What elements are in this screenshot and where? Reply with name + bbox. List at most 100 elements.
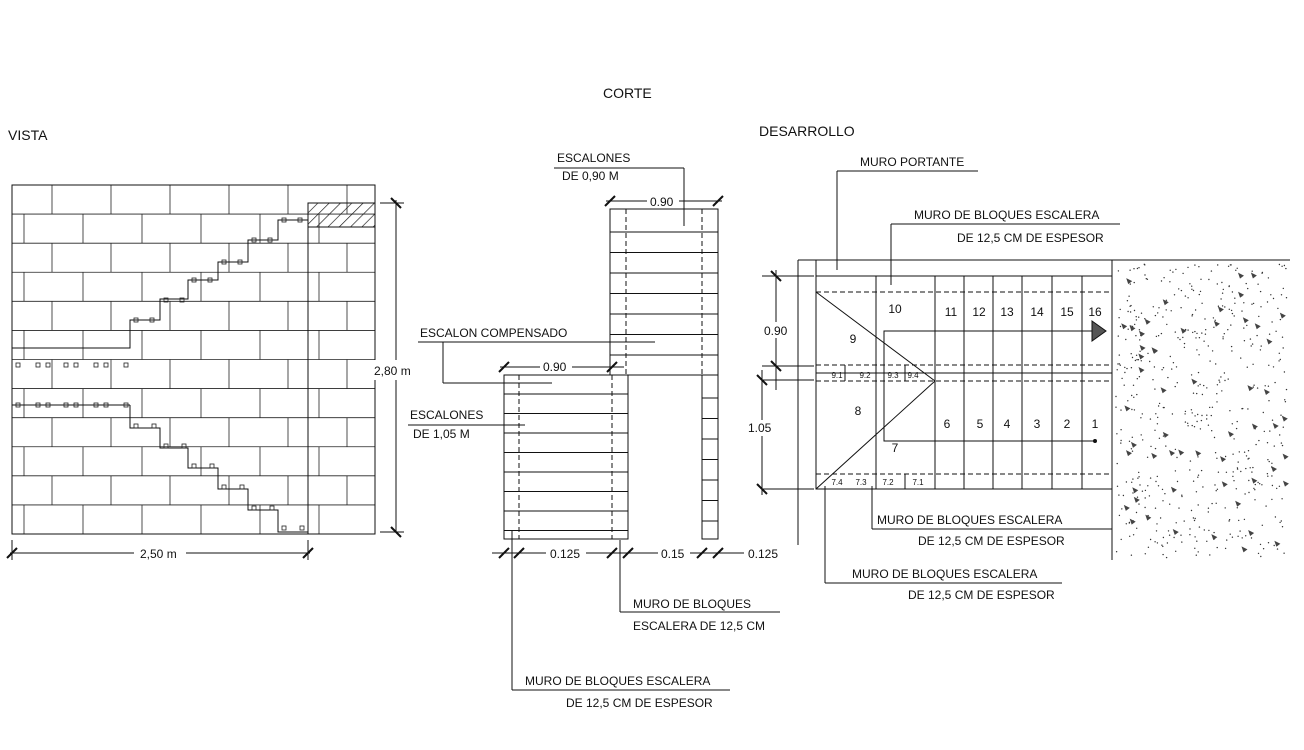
terrain-aggregate — [1227, 431, 1234, 438]
terrain-aggregate — [1242, 317, 1249, 324]
svg-text:0.90: 0.90 — [650, 195, 674, 209]
winder-number: 9.4 — [907, 371, 919, 380]
terrain-dot — [1154, 388, 1156, 390]
terrain-dot — [1271, 462, 1273, 464]
terrain-dot — [1243, 302, 1245, 304]
terrain-dot — [1138, 476, 1140, 478]
terrain-dot — [1197, 456, 1199, 458]
terrain-dot — [1190, 409, 1193, 411]
terrain-dot — [1196, 540, 1198, 542]
terrain-dot — [1199, 428, 1202, 430]
terrain-dot — [1247, 458, 1249, 460]
terrain-dot — [1224, 547, 1227, 550]
corte-top-dimension: 0.90 — [604, 194, 724, 209]
terrain-dot — [1260, 555, 1262, 558]
terrain-dot — [1281, 498, 1283, 500]
terrain-dot — [1281, 526, 1284, 528]
terrain-dot — [1161, 488, 1164, 491]
terrain-dot — [1224, 306, 1226, 308]
terrain-dot — [1193, 519, 1196, 522]
terrain-dot — [1252, 466, 1254, 469]
terrain-dot — [1238, 451, 1241, 453]
terrain-dot — [1191, 285, 1193, 287]
svg-text:ESCALONES: ESCALONES — [557, 151, 630, 165]
terrain-aggregate — [1211, 534, 1218, 541]
terrain-dot — [1165, 299, 1168, 301]
terrain-dot — [1271, 484, 1274, 487]
terrain-aggregate — [1129, 518, 1136, 525]
terrain-dot — [1281, 336, 1284, 338]
terrain-dot — [1279, 521, 1281, 524]
step-number: 15 — [1060, 305, 1074, 319]
terrain-dot — [1192, 517, 1195, 519]
corte-muro-bottom-callout: MURO DE BLOQUES ESCALERA DE 12,5 CM DE E… — [511, 530, 730, 710]
terrain-dot — [1278, 263, 1281, 266]
terrain-dot — [1166, 542, 1169, 544]
terrain-aggregate — [1124, 405, 1131, 412]
terrain-dot — [1251, 270, 1253, 272]
terrain-dot — [1157, 335, 1160, 337]
direction-arrow-icon — [1091, 320, 1107, 342]
terrain-dot — [1269, 430, 1271, 432]
terrain-dot — [1203, 384, 1205, 387]
terrain-dot — [1133, 309, 1136, 312]
terrain-dot — [1251, 303, 1253, 305]
terrain-dot — [1130, 554, 1133, 556]
terrain-dot — [1206, 418, 1208, 420]
terrain-dot — [1144, 497, 1146, 499]
terrain-dot — [1246, 366, 1249, 368]
terrain-dot — [1231, 312, 1234, 315]
terrain-dot — [1158, 437, 1161, 439]
corte-escalones-105-callout: ESCALONES DE 1,05 M — [408, 408, 525, 441]
terrain-dot — [1118, 354, 1121, 356]
terrain-dot — [1251, 471, 1253, 473]
terrain-aggregate — [1169, 449, 1176, 456]
terrain-dot — [1181, 541, 1183, 543]
terrain-dot — [1259, 483, 1261, 485]
vista-nosing-mark — [251, 505, 257, 511]
terrain-dot — [1213, 531, 1215, 534]
terrain-dot — [1160, 332, 1163, 335]
terrain-dot — [1233, 315, 1235, 317]
terrain-dot — [1148, 495, 1151, 497]
terrain-dot — [1215, 363, 1217, 365]
terrain-dot — [1118, 494, 1120, 496]
terrain-dot — [1257, 283, 1259, 285]
vista-nosing-mark — [207, 277, 213, 283]
terrain-dot — [1169, 269, 1171, 271]
terrain-aggregate — [1220, 456, 1227, 463]
step-number: 1 — [1092, 417, 1099, 431]
terrain-dot — [1254, 499, 1256, 501]
terrain-dot — [1224, 455, 1227, 458]
terrain-dot — [1229, 264, 1232, 266]
terrain-dot — [1231, 423, 1234, 425]
terrain-dot — [1176, 480, 1179, 483]
vista-lower-steps — [129, 405, 308, 533]
terrain-aggregate — [1138, 353, 1145, 360]
terrain-dot — [1239, 530, 1241, 532]
terrain-dot — [1244, 493, 1246, 495]
terrain-dot — [1133, 281, 1135, 284]
terrain-dot — [1197, 474, 1200, 476]
terrain-dot — [1196, 420, 1198, 423]
terrain-dot — [1232, 475, 1234, 478]
vista-outline — [11, 184, 376, 535]
terrain-dot — [1154, 429, 1156, 431]
terrain-dot — [1204, 333, 1207, 335]
terrain-dot — [1135, 511, 1138, 514]
terrain-dot — [1175, 522, 1177, 524]
terrain-dot — [1189, 534, 1191, 536]
terrain-dot — [1236, 507, 1239, 509]
terrain-dot — [1137, 477, 1139, 479]
svg-text:ESCALON COMPENSADO: ESCALON COMPENSADO — [420, 326, 567, 340]
terrain-dot — [1226, 539, 1228, 541]
terrain-aggregate — [1282, 453, 1289, 460]
terrain-dot — [1235, 269, 1237, 271]
vista-nosing-mark — [267, 237, 273, 243]
terrain-dot — [1245, 455, 1248, 457]
terrain-dot — [1162, 406, 1165, 409]
terrain-dot — [1189, 469, 1191, 471]
terrain-dot — [1230, 345, 1233, 348]
